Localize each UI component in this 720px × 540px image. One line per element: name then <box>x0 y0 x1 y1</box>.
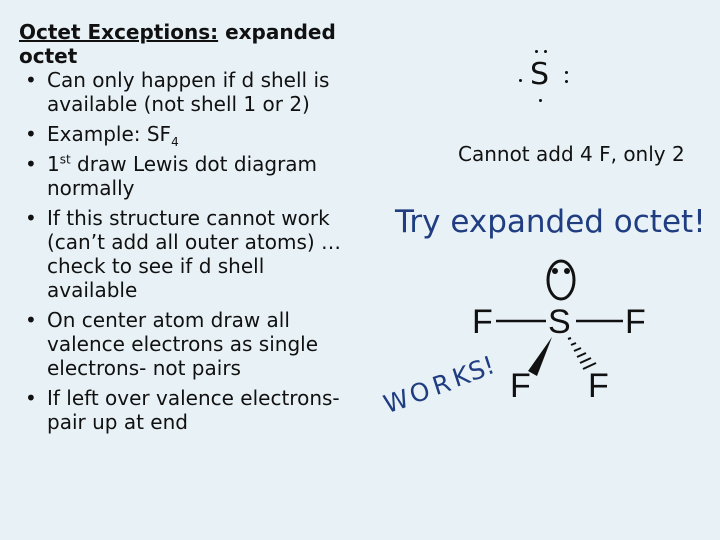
bullet-icon: • <box>25 386 37 410</box>
bullet-item: • If left over valence electrons- pair up… <box>19 386 349 434</box>
lone-pair-lobe <box>546 259 576 301</box>
bullet-text: Can only happen if d shell is available … <box>47 68 330 116</box>
bullet-icon: • <box>25 308 37 332</box>
atom-f-right: F <box>625 303 646 341</box>
cannot-add-note: Cannot add 4 F, only 2 <box>458 142 685 166</box>
electron-dot <box>544 50 547 53</box>
bullet-list: • Can only happen if d shell is available… <box>19 68 349 434</box>
atom-s-center: S <box>548 303 571 341</box>
heading-underlined: Octet Exceptions: <box>19 20 219 44</box>
bullet-text: draw Lewis dot diagram normally <box>47 152 318 200</box>
electron-dot <box>564 268 570 274</box>
bullet-text: If this structure cannot work (can’t add… <box>47 206 342 302</box>
bullet-icon: • <box>25 68 37 92</box>
hashed-bond <box>567 337 597 370</box>
sf4-structure: F S F F F <box>472 259 646 405</box>
slide-heading: Octet Exceptions: expanded octet <box>19 20 349 68</box>
bullet-text: Example: SF <box>47 122 172 146</box>
electron-dot <box>539 99 542 102</box>
subscript: 4 <box>171 135 179 149</box>
bullet-icon: • <box>25 122 37 146</box>
bullet-item: • On center atom draw all valence electro… <box>19 308 349 380</box>
electron-dot <box>519 79 522 82</box>
atom-f-left: F <box>472 303 493 341</box>
superscript: st <box>59 152 71 167</box>
bullet-text: If left over valence electrons- pair up … <box>47 386 340 434</box>
heading-rest: expanded octet <box>19 20 336 68</box>
bullet-text: On center atom draw all valence electron… <box>47 308 319 380</box>
try-expanded-octet: Try expanded octet! <box>395 204 706 240</box>
wedge-bond <box>528 337 552 376</box>
atom-f-bottom-left: F <box>510 367 531 405</box>
electron-dot <box>552 268 558 274</box>
notes-column: Octet Exceptions: expanded octet • Can on… <box>19 20 349 440</box>
sulfur-symbol: S <box>530 57 550 92</box>
bullet-icon: • <box>25 152 37 176</box>
electron-dot <box>565 80 568 83</box>
bullet-item: • Can only happen if d shell is available… <box>19 68 349 116</box>
bullet-text: 1 <box>47 152 60 176</box>
bullet-item: • 1st draw Lewis dot diagram normally <box>19 152 349 200</box>
electron-dot <box>565 71 568 74</box>
bullet-icon: • <box>25 206 37 230</box>
electron-dot <box>535 50 538 53</box>
bullet-item: • If this structure cannot work (can’t ad… <box>19 206 349 302</box>
bullet-item: • Example: SF4 <box>19 122 349 149</box>
atom-f-bottom-right: F <box>588 367 609 405</box>
